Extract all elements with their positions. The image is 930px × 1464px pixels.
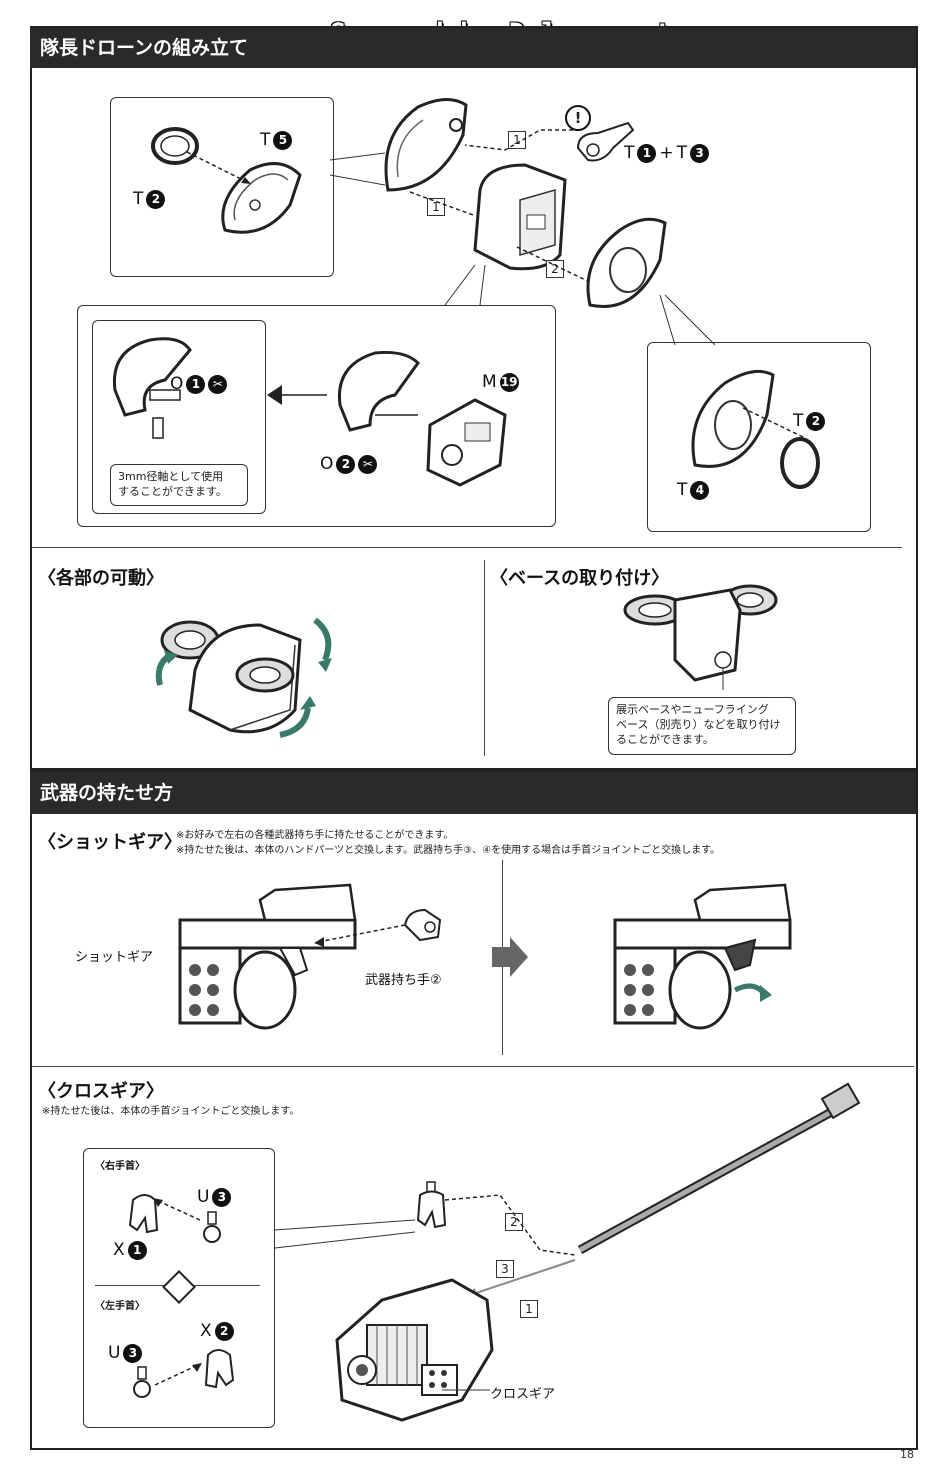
base-title: 〈ベースの取り付け〉 <box>490 568 670 589</box>
section-weapons-header: 武器の持たせ方 <box>30 772 916 814</box>
rear-cover-t4-illustration <box>691 369 775 468</box>
crossgear-title: 〈クロスギア〉 <box>38 1081 164 1102</box>
warning-icon: ! <box>565 105 591 131</box>
label-shotgear: ショットギア <box>75 950 154 965</box>
shield-part-o2-illustration <box>337 351 420 432</box>
wrist-joint-x2-illustration <box>204 1349 235 1389</box>
divider-movable-base <box>484 560 485 756</box>
arrow-o1-to-body <box>267 385 327 405</box>
movable-title: 〈各部の可動〉 <box>38 568 164 589</box>
callout-3mm-axis: 3mm径軸として使用 することができます。 <box>110 464 248 506</box>
label-crossgear: クロスギア <box>490 1387 556 1402</box>
section-weapons-title: 武器の持たせ方 <box>40 782 174 804</box>
rear-cover-part-illustration <box>586 217 667 308</box>
cross-step-3: 3 <box>496 1260 514 1278</box>
crossgear-illustration <box>335 1278 494 1422</box>
cross-step-1: 1 <box>520 1300 538 1318</box>
divider-shotgear-crossgear <box>32 1066 914 1067</box>
arrow-u3-to-x1 <box>153 1198 201 1221</box>
crossgear-note: ※持たせた後は、本体の手首ジョイントごと交換します。 <box>42 1106 300 1117</box>
shotgear-note-2: ※持たせた後は、本体のハンドパーツと交換します。武器持ち手③、④を使用する場合は… <box>176 845 721 856</box>
drone-base-illustration <box>623 584 778 690</box>
drone-movable-illustration <box>155 617 332 738</box>
wrist-joint-center-illustration <box>416 1181 447 1229</box>
label-line-crossgear <box>442 1389 490 1391</box>
step-1-top: 1 <box>508 131 526 149</box>
shield-part-o1-illustration <box>112 337 192 439</box>
ring-part-t2-illustration <box>151 127 199 165</box>
rod-part-illustration <box>577 1082 861 1254</box>
left-wrist-label: 〈左手首〉 <box>95 1301 145 1312</box>
right-wrist-label: 〈右手首〉 <box>95 1161 145 1172</box>
hand-part-illustration <box>403 908 442 942</box>
snip-icon-2: ✂ <box>358 454 378 474</box>
label-weapon-hand: 武器持ち手② <box>365 973 442 988</box>
ring-part-t2b-illustration <box>780 437 820 489</box>
shotgear-illustration-after <box>613 883 792 1030</box>
callout-base-attach: 展示ベースやニューフライング ベース（別売り）などを取り付け ることができます。 <box>608 697 796 755</box>
section-assembly-title: 隊長ドローンの組み立て <box>40 37 249 59</box>
wrist-joint-x1-illustration <box>128 1194 159 1234</box>
shotgear-title: 〈ショットギア〉 <box>38 832 182 853</box>
section-assembly-frame <box>30 26 918 770</box>
arrow-step1-middle <box>409 191 474 216</box>
arrow-t2-to-t5 <box>186 151 251 184</box>
divider-assembly-movable <box>32 547 902 548</box>
arrow-hand-to-gun <box>314 924 406 947</box>
callout-lines-front <box>330 152 386 186</box>
callout-lines-lower-left <box>444 264 486 306</box>
front-cover-part-illustration <box>384 98 468 192</box>
arrow-u3-to-x2 <box>154 1363 202 1386</box>
callout-lines-right <box>659 294 716 346</box>
section-assembly-header: 隊長ドローンの組み立て <box>30 28 916 68</box>
arrow-step1-top <box>464 129 580 151</box>
page-number: 18 <box>900 1448 914 1461</box>
callout-lines-wrists <box>274 1219 416 1249</box>
joint-part-t1-t3-illustration <box>576 121 635 162</box>
cover-part-t5-illustration <box>221 162 302 234</box>
wrist-part-u3-illustration <box>203 1211 221 1243</box>
shotgear-illustration-before <box>178 883 357 1030</box>
transition-arrow-icon <box>492 937 528 977</box>
wrist-part-u3b-illustration <box>133 1366 151 1398</box>
arrow-step2 <box>516 246 601 288</box>
mount-part-m19-illustration <box>426 398 507 487</box>
shotgear-note-1: ※お好みで左右の各種武器持ち手に持たせることができます。 <box>176 830 454 841</box>
snip-icon: ✂ <box>208 374 228 394</box>
core-body-part-illustration <box>473 163 567 271</box>
section-weapons-frame <box>30 770 918 1450</box>
arrow-cross-step2 <box>444 1194 576 1256</box>
step-1-middle: 1 <box>427 198 445 216</box>
